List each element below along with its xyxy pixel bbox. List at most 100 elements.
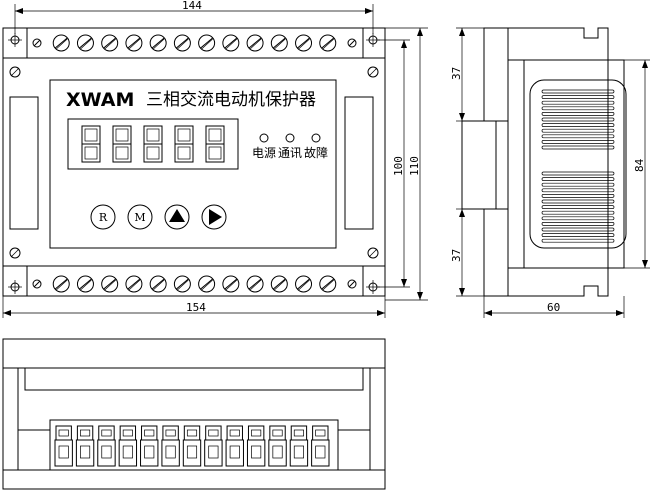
bottom-view-terminal <box>75 425 95 467</box>
bottom-terminal-screw <box>222 275 240 293</box>
bottom-terminal-screw <box>319 275 337 293</box>
led-label: 故障 <box>304 145 328 160</box>
vent-slot <box>541 171 615 176</box>
vent-slot <box>541 238 615 243</box>
vent-slot <box>541 134 615 139</box>
top-terminal-screw <box>52 34 70 52</box>
vent-slot <box>541 145 615 150</box>
bottom-view-terminal <box>246 425 266 467</box>
bottom-terminal-screw <box>295 275 313 293</box>
vent-slot <box>541 177 615 181</box>
bottom-view-terminal <box>268 425 287 467</box>
led-2: 通讯 <box>278 133 302 160</box>
bottom-view <box>2 338 386 490</box>
dim-side-lower-offset: 37 <box>450 249 463 262</box>
panel-screw-tl <box>9 66 21 78</box>
top-terminal-screw <box>76 34 94 52</box>
display-digit <box>81 125 101 163</box>
bottom-terminal-screw <box>246 275 264 293</box>
keypad-button-3[interactable] <box>164 204 190 230</box>
vent-slot <box>541 182 615 187</box>
side-housing <box>507 27 625 297</box>
front-panel <box>49 79 337 249</box>
led-light-icon <box>311 133 321 143</box>
mounting-hole-top-left <box>8 33 22 47</box>
vent-slot <box>541 199 615 204</box>
top-terminal-screw <box>149 34 167 52</box>
top-terminal-screw <box>125 34 143 52</box>
vent-slots <box>541 89 615 243</box>
vent-slot <box>541 222 615 226</box>
panel-screw-tr <box>367 66 379 78</box>
bottom-terminal-screw <box>270 275 288 293</box>
bottom-terminal-screw <box>101 275 119 293</box>
top-terminal-screw <box>246 34 264 52</box>
side-top-plug <box>483 27 509 122</box>
dim-side-height: 84 <box>633 158 646 172</box>
top-terminal-screw <box>295 34 313 52</box>
vent-slot <box>541 123 615 127</box>
dim-side-depth: 60 <box>547 301 560 314</box>
bottom-view-terminal <box>140 425 159 467</box>
led-light-icon <box>285 133 295 143</box>
side-bottom-plug <box>483 208 509 297</box>
bottom-terminal-screw <box>347 279 357 289</box>
led-label: 电源 <box>252 146 276 160</box>
bottom-view-terminal <box>161 425 180 467</box>
bottom-outer-body <box>2 338 386 490</box>
bottom-terminal-screw <box>125 275 143 293</box>
bottom-terminal-block <box>26 265 364 297</box>
digital-display <box>67 118 239 170</box>
up-triangle-icon <box>169 209 185 222</box>
vent-slot <box>541 112 615 116</box>
bottom-view-terminal <box>204 425 223 467</box>
top-terminal-screw <box>198 34 216 52</box>
brand-label: XWAM <box>66 89 134 111</box>
bottom-terminal-screw <box>52 275 70 293</box>
panel-screw-bl <box>9 247 21 259</box>
bottom-terminal-screw <box>149 275 167 293</box>
top-terminal-screw <box>347 38 357 48</box>
bottom-inner-recess <box>17 368 371 431</box>
top-terminal-block <box>26 27 364 59</box>
product-name: 三相交流电动机保护器 <box>146 90 316 110</box>
vent-slot <box>541 128 615 133</box>
vent-panel <box>529 79 627 249</box>
button-label: M <box>134 211 145 224</box>
right-triangle-icon <box>209 209 222 225</box>
top-terminal-screw <box>222 34 240 52</box>
keypad-button-1[interactable]: R <box>90 204 116 230</box>
dim-front-outer-height: 110 <box>408 156 421 176</box>
front-outer-body <box>2 27 386 297</box>
bottom-terminal-screws <box>32 275 357 293</box>
bottom-terminal-screw <box>76 275 94 293</box>
bottom-view-terminal <box>182 425 202 467</box>
vent-slot <box>541 227 615 232</box>
top-terminal-screws <box>32 34 357 52</box>
mounting-hole-bottom-left <box>8 280 22 294</box>
bottom-view-terminal <box>118 425 138 467</box>
led-indicators: 电源通讯故障 <box>252 133 328 160</box>
display-digit <box>143 125 163 163</box>
keypad-button-4[interactable] <box>201 204 227 230</box>
vent-slot <box>541 89 615 94</box>
side-din-clip <box>461 120 497 210</box>
keypad-button-2[interactable]: M <box>127 204 153 230</box>
dim-front-top-width: 144 <box>182 0 202 12</box>
top-terminal-screw <box>173 34 191 52</box>
vent-slot <box>541 117 615 122</box>
vent-slot <box>541 95 615 99</box>
bottom-view-terminal <box>54 425 73 467</box>
led-1: 电源 <box>252 133 276 160</box>
display-digits <box>81 125 225 163</box>
display-digit <box>112 125 132 163</box>
display-digit <box>174 125 194 163</box>
side-dimensions: 37 37 84 60 <box>450 27 650 318</box>
left-side-rail <box>9 96 39 230</box>
top-terminal-screw <box>319 34 337 52</box>
side-view <box>461 27 627 297</box>
mounting-hole-bottom-right <box>366 280 380 294</box>
